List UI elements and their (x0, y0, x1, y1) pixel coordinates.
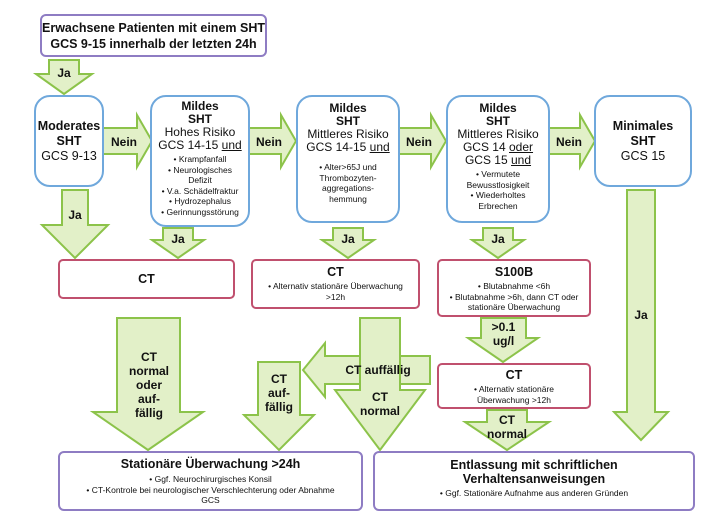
arrow-start-to-moderate (32, 59, 96, 96)
mild-mid1-risk: Mittleres Risiko (307, 127, 389, 141)
mild-mid2-criteria: Vermutete Bewusstlosigkeit Wiederholtes … (448, 169, 548, 211)
ct-box-3: CT Alternativ stationäre Überwachung >12… (437, 363, 591, 409)
arrow-ct-normal-mid (333, 317, 427, 452)
mild-high-risk-box: Mildes SHT Hohes Risiko GCS 14-15 und Kr… (150, 95, 250, 227)
arrow-nein-3 (397, 111, 448, 171)
minimal-gcs: GCS 15 (620, 148, 666, 163)
s100b-title: S100B (494, 265, 534, 279)
mild-mid2-sht: SHT (486, 114, 510, 128)
criterion-item: Hydrozephalus (152, 196, 248, 207)
moderate-sht-box: Moderates SHT GCS 9-13 (34, 95, 104, 187)
ct2-title: CT (327, 265, 344, 279)
arrow-ct-normal-right (461, 409, 553, 452)
criterion-item: V.a. Schädelfraktur (152, 186, 248, 197)
label-ct-normal-mid: CT normal (359, 390, 400, 418)
criterion-item: Alter>65J und Thrombozyten-aggregations-… (306, 162, 390, 204)
mild-high-gcs: GCS 14-15 und (158, 138, 242, 152)
ct2-notes: Alternativ stationäre Überwachung >12h (253, 281, 418, 302)
label-ct-auffaellig-left: CT auffällig (345, 363, 411, 377)
label-nein-4: Nein (555, 135, 582, 149)
stationary-notes: Ggf. Neurochirurgisches Konsil CT-Kontro… (60, 474, 361, 506)
mild-mid2-gcs15: GCS 15 und (464, 153, 532, 167)
mild-high-sht: SHT (188, 112, 212, 126)
label-ct-normal-oder-auffaellig: CT normal oder auf- fällig (128, 350, 169, 420)
mild-mid1-title: Mildes (329, 101, 367, 115)
mild-mid1-sht: SHT (336, 114, 360, 128)
arrow-nein-1 (102, 111, 154, 171)
label-threshold: >0.1 ug/l (491, 320, 516, 348)
mild-mid1-criteria: Alter>65J und Thrombozyten-aggregations-… (298, 162, 398, 204)
arrow-ja-mid1 (318, 227, 378, 260)
ct-box-2: CT Alternativ stationäre Überwachung >12… (251, 259, 420, 309)
note-item: Blutabnahme >6h, dann CT oder stationäre… (439, 292, 589, 313)
arrow-nein-2 (247, 111, 298, 171)
label-ja-high: Ja (171, 232, 185, 246)
mild-high-criteria: Krampfanfall Neurologisches Defizit V.a.… (152, 154, 248, 217)
moderate-gcs: GCS 9-13 (41, 148, 97, 163)
arrow-ct-normal-oder-auffaellig (89, 317, 207, 452)
minimal-sht: SHT (630, 133, 656, 148)
minimal-title: Minimales (612, 118, 674, 133)
mild-mid2-gcs14: GCS 14 oder (462, 140, 534, 154)
note-item: Blutabnahme <6h (439, 281, 589, 292)
label-ja-mid2: Ja (491, 232, 505, 246)
mild-mid2-risk: Mittleres Risiko (457, 127, 539, 141)
ct3-notes: Alternativ stationäre Überwachung >12h (439, 384, 589, 405)
arrow-ja-mid2 (468, 227, 528, 260)
criterion-item: Gerinnungsstörung (152, 207, 248, 218)
s100b-box: S100B Blutabnahme <6h Blutabnahme >6h, d… (437, 259, 591, 317)
criterion-item: Wiederholtes Erbrechen (460, 190, 536, 211)
criterion-item: Krampfanfall (152, 154, 248, 165)
start-box: Erwachsene Patienten mit einem SHT GCS 9… (40, 14, 267, 57)
note-item: Alternativ stationäre Überwachung >12h (263, 281, 408, 302)
note-item: Alternativ stationäre Überwachung >12h (447, 384, 581, 405)
arrow-ct-auffaellig-down (241, 361, 317, 452)
start-line-2: GCS 9-15 innerhalb der letzten 24h (50, 36, 257, 51)
s100b-notes: Blutabnahme <6h Blutabnahme >6h, dann CT… (439, 281, 589, 313)
mild-mid2-title: Mildes (479, 101, 517, 115)
stationary-box: Stationäre Überwachung >24h Ggf. Neuroch… (58, 451, 363, 511)
label-ja-start: Ja (57, 66, 71, 80)
label-ja-mid1: Ja (341, 232, 355, 246)
label-ja-minimal: Ja (634, 308, 648, 322)
label-nein-3: Nein (405, 135, 432, 149)
start-line-1: Erwachsene Patienten mit einem SHT (42, 20, 265, 35)
mild-mid-risk-box-2: Mildes SHT Mittleres Risiko GCS 14 oder … (446, 95, 550, 223)
arrow-ja-moderate (39, 189, 111, 260)
note-item: CT-Kontrole bei neurologischer Verschlec… (82, 485, 339, 506)
label-nein-2: Nein (255, 135, 282, 149)
arrow-threshold (464, 317, 542, 364)
ct-box-1: CT (58, 259, 235, 299)
discharge-notes: Ggf. Stationäre Aufnahme aus anderen Grü… (440, 488, 628, 499)
ct3-title: CT (505, 368, 523, 382)
label-nein-1: Nein (110, 135, 137, 149)
ct1-title: CT (138, 272, 155, 286)
arrow-ja-minimal (611, 189, 671, 442)
criterion-item: Neurologisches Defizit (152, 165, 248, 186)
minimal-sht-box: Minimales SHT GCS 15 (594, 95, 692, 187)
mild-mid1-gcs: GCS 14-15 und (306, 140, 390, 154)
discharge-title-2: Verhaltensanweisungen (462, 472, 606, 486)
label-ja-moderate: Ja (68, 208, 82, 222)
moderate-title: Moderates (37, 118, 101, 133)
note-item: Ggf. Stationäre Aufnahme aus anderen Grü… (440, 488, 628, 499)
moderate-sht: SHT (56, 133, 82, 148)
discharge-title-1: Entlassung mit schriftlichen (450, 458, 618, 472)
note-item: Ggf. Neurochirurgisches Konsil (82, 474, 339, 485)
label-ct-normal-right: CT normal (486, 413, 527, 441)
arrow-ja-high (148, 227, 208, 260)
mild-high-title: Mildes (181, 99, 219, 113)
mild-high-risk: Hohes Risiko (164, 125, 236, 139)
stationary-title: Stationäre Überwachung >24h (120, 457, 301, 471)
criterion-item: Vermutete Bewusstlosigkeit (460, 169, 536, 190)
arrow-nein-4 (547, 111, 597, 171)
mild-mid-risk-box-1: Mildes SHT Mittleres Risiko GCS 14-15 un… (296, 95, 400, 223)
discharge-box: Entlassung mit schriftlichen Verhaltensa… (373, 451, 695, 511)
label-ct-auffaellig-down: CT auf- fällig (264, 372, 293, 414)
